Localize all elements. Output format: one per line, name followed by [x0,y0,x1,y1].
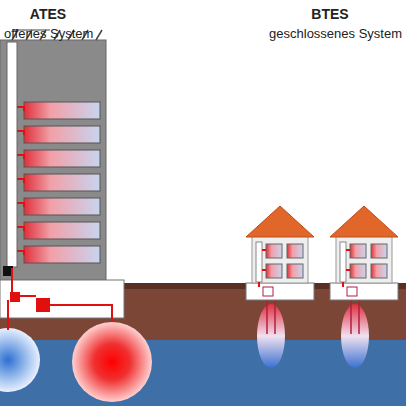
window [287,264,303,278]
window [287,244,303,258]
window [371,244,387,258]
window [24,174,100,191]
heating-pipe [17,251,24,255]
system-subtitle: offenes System [4,26,93,41]
window [24,102,100,119]
heat-pump [263,287,273,296]
window [350,244,366,258]
heating-pipe [17,107,24,111]
heating-pipe [259,250,266,287]
borehole-store [341,304,369,368]
heating-pipe [17,227,24,231]
house-basement [246,283,314,300]
pipe-shaft [256,242,262,282]
heating-pipe [17,203,24,207]
borehole-store [257,304,285,368]
office-tower [0,40,106,280]
basement [0,280,124,318]
window [24,126,100,143]
valve [10,292,20,302]
window [371,264,387,278]
window [24,150,100,167]
cold-store [0,328,40,392]
house-basement [330,283,398,300]
house-wall [252,236,308,283]
system-title: ATES [30,6,66,22]
heat-pump [36,298,50,312]
heat-pump [347,287,357,296]
house-wall [336,236,392,283]
window-rows [17,102,100,263]
window [266,244,282,258]
supply-pipes [8,268,112,330]
probe-pipe [267,300,275,334]
pipe-shaft [7,42,17,267]
window [24,198,100,215]
window [266,264,282,278]
window [350,264,366,278]
roof [330,206,398,237]
roof [246,206,314,237]
heating-pipe [343,250,350,287]
system-title: BTES [311,6,348,22]
window [24,222,100,239]
warm-store [72,322,152,402]
houses [246,206,398,368]
heating-pipe [17,179,24,183]
heating-pipe [17,131,24,135]
pipe-shaft [340,242,346,282]
system-subtitle: geschlossenes System [269,26,402,41]
heating-pipe [17,155,24,159]
probe-pipe [351,300,359,334]
window [24,246,100,263]
